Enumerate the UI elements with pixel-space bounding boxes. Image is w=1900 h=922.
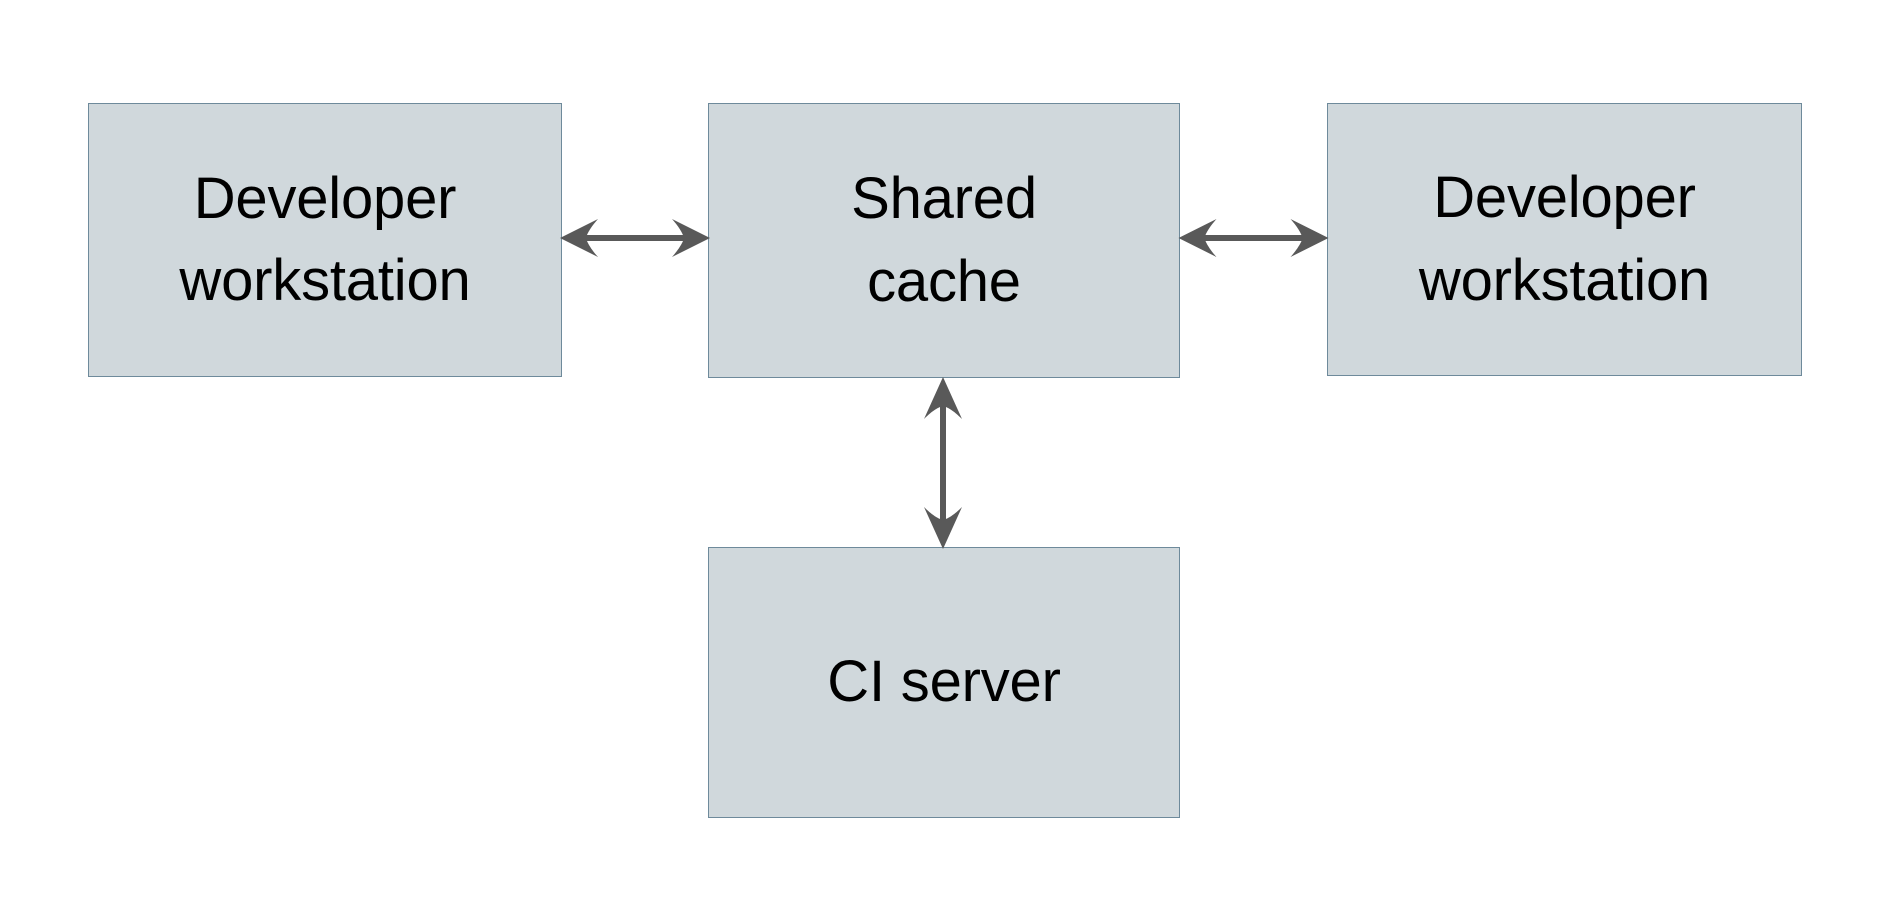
node-developer-workstation-right[interactable]: Developer workstation	[1327, 103, 1802, 376]
edge-cache-to-right-workstation[interactable]	[1178, 213, 1329, 263]
node-label-shared-cache: Shared cache	[851, 166, 1037, 314]
node-label-developer-workstation-right: Developer workstation	[1418, 165, 1711, 313]
node-shared-cache[interactable]: Shared cache	[708, 103, 1180, 378]
node-ci-server[interactable]: CI server	[708, 547, 1180, 818]
node-label-ci-server: CI server	[827, 649, 1061, 715]
edge-left-workstation-to-cache[interactable]	[560, 213, 710, 263]
node-developer-workstation-left[interactable]: Developer workstation	[88, 103, 562, 377]
double-arrow-horizontal-icon	[1178, 219, 1329, 257]
edge-cache-to-ci-server[interactable]	[918, 377, 968, 549]
node-label-developer-workstation-left: Developer workstation	[179, 165, 471, 313]
double-arrow-vertical-icon	[924, 377, 962, 549]
double-arrow-horizontal-icon	[560, 219, 710, 257]
